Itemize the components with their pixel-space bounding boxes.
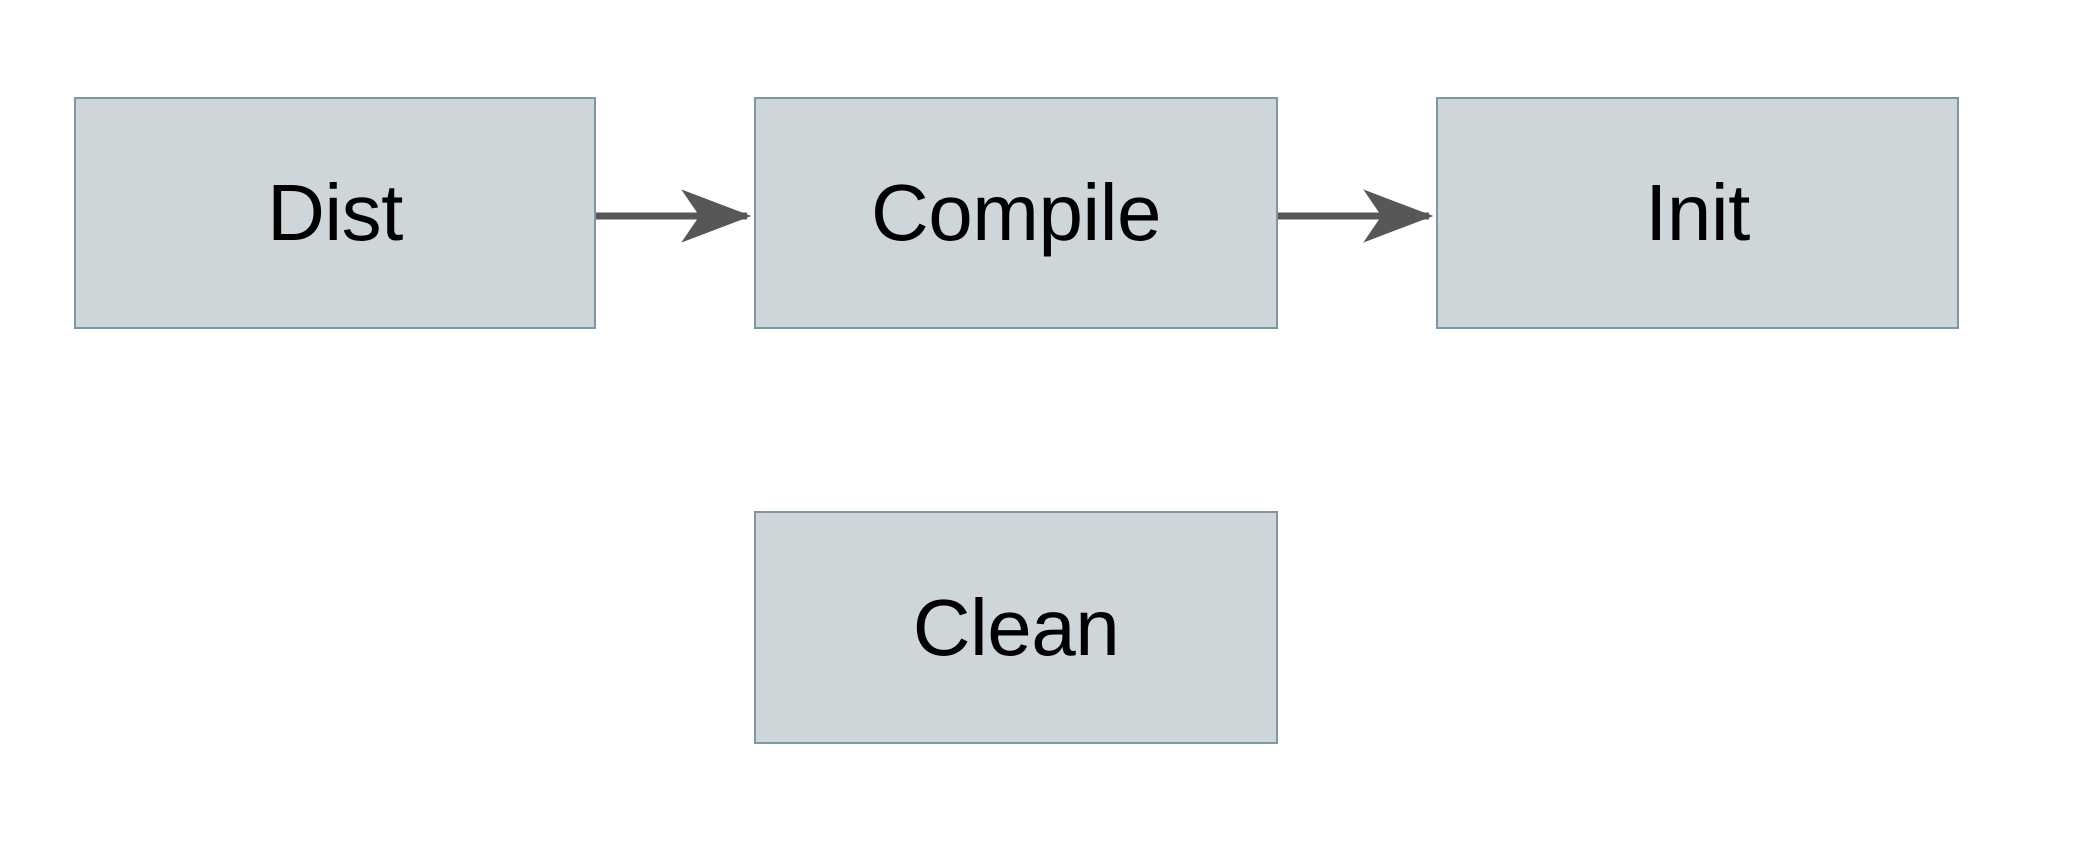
node-compile[interactable]: Compile [754, 97, 1278, 329]
node-clean[interactable]: Clean [754, 511, 1278, 744]
node-init[interactable]: Init [1436, 97, 1959, 329]
node-dist-label: Dist [267, 168, 403, 257]
edge-dist-to-compile-hitarea[interactable] [596, 199, 754, 233]
node-init-label: Init [1645, 168, 1750, 257]
node-dist[interactable]: Dist [74, 97, 596, 329]
node-compile-label: Compile [871, 168, 1161, 257]
node-clean-label: Clean [912, 582, 1120, 672]
edge-compile-to-init-hitarea[interactable] [1278, 199, 1436, 233]
